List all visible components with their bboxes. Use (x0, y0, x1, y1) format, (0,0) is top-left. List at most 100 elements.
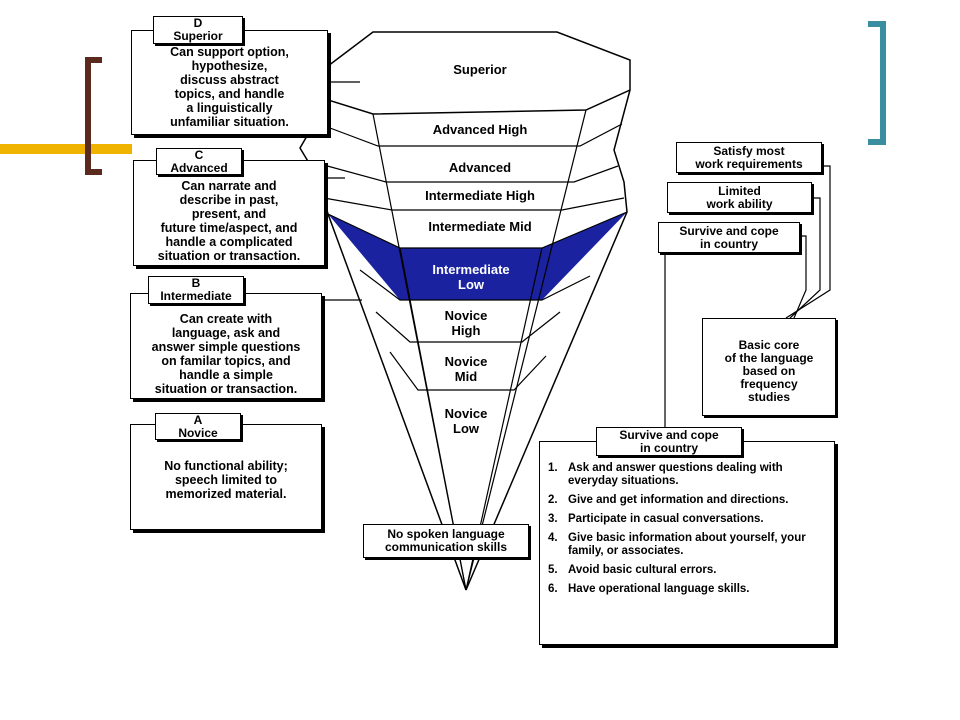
limited-line1: Limited (718, 184, 761, 198)
advanced-desc-2: describe in past, (179, 193, 279, 207)
level-advanced: Advanced (395, 160, 565, 175)
advanced-desc-3: present, and (191, 207, 267, 221)
level-novice-low: Novice Low (410, 406, 522, 436)
tab-survive-line2: in country (639, 441, 698, 455)
list-item: 1. Ask and answer questions dealing with … (544, 462, 828, 488)
tab-novice-label: Novice (178, 426, 218, 440)
tab-advanced-label: Advanced (170, 161, 228, 175)
novice-desc-3: memorized material. (165, 487, 287, 501)
item-number: 6. (548, 583, 558, 595)
intermediate-desc-5: handle a simple (179, 368, 273, 382)
box-survive-list: 1. Ask and answer questions dealing with … (539, 441, 835, 645)
basic-core-line1: Basic core (738, 338, 800, 352)
level-intermediate-low-line2: Low (458, 277, 484, 292)
intermediate-desc-2: language, ask and (171, 326, 281, 340)
label-limited-work: Limited work ability (667, 182, 812, 213)
level-novice-high: Novice High (410, 308, 522, 338)
intermediate-desc-4: on familar topics, and (161, 354, 291, 368)
basic-core-line2: of the language (724, 351, 814, 365)
item-text: Participate in casual conversations. (568, 513, 764, 525)
no-spoken-language-label: No spoken language communication skills (363, 524, 529, 558)
tab-intermediate-label: Intermediate (160, 289, 232, 303)
level-superior: Superior (400, 62, 560, 77)
tab-survive-line1: Survive and cope (619, 428, 719, 442)
list-item: 5. Avoid basic cultural errors. (544, 564, 828, 577)
basic-core-line3: based on (742, 364, 796, 378)
connector-limited (789, 197, 821, 319)
band-line-intermediate-high (323, 197, 625, 211)
accent-line (0, 144, 132, 154)
no-spoken-line1: No spoken language (387, 527, 505, 541)
intermediate-desc-3: answer simple questions (151, 340, 301, 354)
level-intermediate-low: Intermediate Low (400, 262, 542, 292)
superior-desc-6: unfamiliar situation. (170, 115, 289, 129)
tab-advanced-letter: C (194, 148, 204, 162)
tab-intermediate-letter: B (191, 276, 201, 290)
level-advanced-high-label: Advanced High (432, 122, 528, 137)
level-advanced-label: Advanced (448, 160, 512, 175)
basic-core-line5: studies (747, 390, 790, 404)
level-novice-low-line2: Low (453, 421, 479, 436)
item-number: 3. (548, 513, 558, 525)
item-number: 2. (548, 494, 558, 506)
advanced-desc-4: future time/aspect, and (160, 221, 298, 235)
right-bracket (868, 21, 886, 145)
label-survive-top: Survive and cope in country (658, 222, 800, 253)
tab-novice-letter: A (193, 413, 203, 427)
cone-inner-right-edge (465, 109, 587, 591)
item-text: Ask and answer questions dealing with ev… (568, 462, 783, 487)
list-item: 4.Give basic information about yourself,… (544, 532, 828, 558)
level-novice-mid: Novice Mid (410, 354, 522, 384)
tab-superior: D Superior (153, 16, 243, 44)
superior-desc-4: topics, and handle (174, 87, 285, 101)
box-novice: No functional ability; speech limited to… (130, 424, 322, 530)
survive-top-line1: Survive and cope (679, 224, 779, 238)
tab-survive-list: Survive and cope in country (596, 427, 742, 456)
level-novice-high-line1: Novice (444, 308, 488, 323)
level-advanced-high: Advanced High (395, 122, 565, 137)
level-novice-high-line2: High (451, 323, 481, 338)
left-bracket (85, 57, 102, 175)
tab-superior-letter: D (193, 16, 203, 30)
list-item: 6. Have operational language skills. (544, 583, 828, 596)
tab-intermediate: B Intermediate (148, 276, 244, 304)
level-intermediate-high: Intermediate High (395, 188, 565, 203)
item-text: Give basic information about yourself, y… (568, 532, 806, 557)
item-text: Have operational language skills. (568, 583, 750, 595)
band-line-intermediate-low (359, 269, 591, 301)
item-text: Give and get information and directions. (568, 494, 789, 506)
superior-desc-5: a linguistically (186, 101, 273, 115)
advanced-desc-1: Can narrate and (181, 179, 277, 193)
cone-right-outline (465, 89, 631, 591)
survive-list: 1. Ask and answer questions dealing with … (544, 462, 828, 602)
band-line-advanced (319, 163, 619, 183)
superior-desc-3: discuss abstract (180, 73, 279, 87)
box-superior: Can support option, hypothesize, discuss… (131, 30, 328, 135)
novice-desc-2: speech limited to (174, 473, 278, 487)
connector-satisfy (785, 165, 831, 319)
advanced-desc-5: handle a complicated (165, 235, 293, 249)
basic-core-line4: frequency (740, 377, 798, 391)
intermediate-low-band (328, 212, 627, 300)
item-text: Avoid basic cultural errors. (568, 564, 717, 576)
satisfy-line2: work requirements (695, 157, 803, 171)
band-line-advanced-high (329, 123, 623, 147)
box-intermediate: Can create with language, ask and answer… (130, 293, 322, 399)
band-line-novice-high (375, 311, 561, 343)
item-number: 1. (548, 462, 558, 474)
intermediate-desc-1: Can create with (179, 312, 273, 326)
superior-desc-2: hypothesize, (191, 59, 268, 73)
level-superior-label: Superior (453, 62, 507, 77)
item-number: 5. (548, 564, 558, 576)
tab-advanced: C Advanced (156, 148, 242, 175)
label-satisfy-work: Satisfy most work requirements (676, 142, 822, 173)
no-spoken-line2: communication skills (384, 540, 508, 554)
level-novice-mid-line1: Novice (444, 354, 488, 369)
connector-survive-top (793, 235, 807, 319)
tab-novice: A Novice (155, 413, 241, 440)
band-line-novice-mid (389, 351, 547, 391)
band-line-intermediate-mid (327, 211, 628, 249)
